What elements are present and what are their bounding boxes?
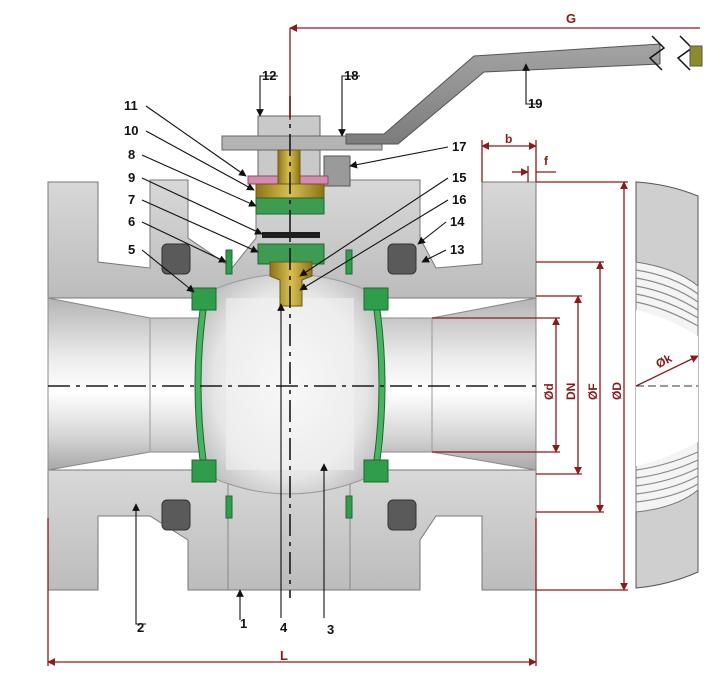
callout-8: 8 bbox=[128, 147, 135, 162]
packing-lower bbox=[257, 243, 325, 265]
handle-lever bbox=[345, 35, 703, 145]
callout-3: 3 bbox=[327, 622, 334, 637]
d-dimension-label: Ød bbox=[542, 383, 556, 400]
callout-5: 5 bbox=[128, 242, 135, 257]
callout-19: 19 bbox=[528, 96, 542, 111]
callout-18: 18 bbox=[344, 68, 358, 83]
bore-rings bbox=[635, 269, 699, 503]
callout-2: 2 bbox=[137, 620, 144, 635]
flange-end-view: Øk bbox=[635, 181, 699, 589]
handle-grip-end bbox=[689, 45, 703, 67]
G-dimension-label: G bbox=[566, 11, 576, 26]
callout-13: 13 bbox=[450, 242, 464, 257]
D-dimension-label: ØD bbox=[610, 382, 624, 400]
k-dimension-line bbox=[635, 355, 699, 387]
callout-7: 7 bbox=[128, 192, 135, 207]
dimension-lines bbox=[47, 24, 700, 666]
o-ring bbox=[262, 232, 320, 238]
break-mark-left bbox=[648, 35, 666, 71]
callout-10: 10 bbox=[124, 123, 138, 138]
callout-12: 12 bbox=[262, 68, 276, 83]
seats bbox=[191, 249, 389, 519]
callout-15: 15 bbox=[452, 170, 466, 185]
callout-9: 9 bbox=[128, 170, 135, 185]
DN-dimension-label: DN bbox=[564, 383, 578, 400]
callout-4: 4 bbox=[280, 620, 288, 635]
f-dimension-label: f bbox=[544, 154, 549, 168]
centerlines bbox=[48, 96, 536, 598]
break-mark-right bbox=[676, 35, 694, 71]
valve-body bbox=[47, 179, 537, 591]
callout-16: 16 bbox=[452, 192, 466, 207]
callout-6: 6 bbox=[128, 214, 135, 229]
callout-11: 11 bbox=[124, 98, 138, 113]
callout-14: 14 bbox=[450, 214, 465, 229]
callout-1: 1 bbox=[240, 616, 247, 631]
L-dimension-label: L bbox=[280, 648, 288, 663]
callout-numbers: 11 10 8 9 7 6 5 12 18 17 15 16 14 13 19 … bbox=[124, 68, 542, 637]
F-dimension-label: ØF bbox=[586, 383, 600, 400]
b-dimension-label: b bbox=[505, 132, 512, 146]
leader-lines bbox=[132, 63, 542, 625]
body-bolts bbox=[161, 243, 417, 531]
k-dimension-label: Øk bbox=[653, 351, 674, 371]
callout-17: 17 bbox=[452, 139, 466, 154]
